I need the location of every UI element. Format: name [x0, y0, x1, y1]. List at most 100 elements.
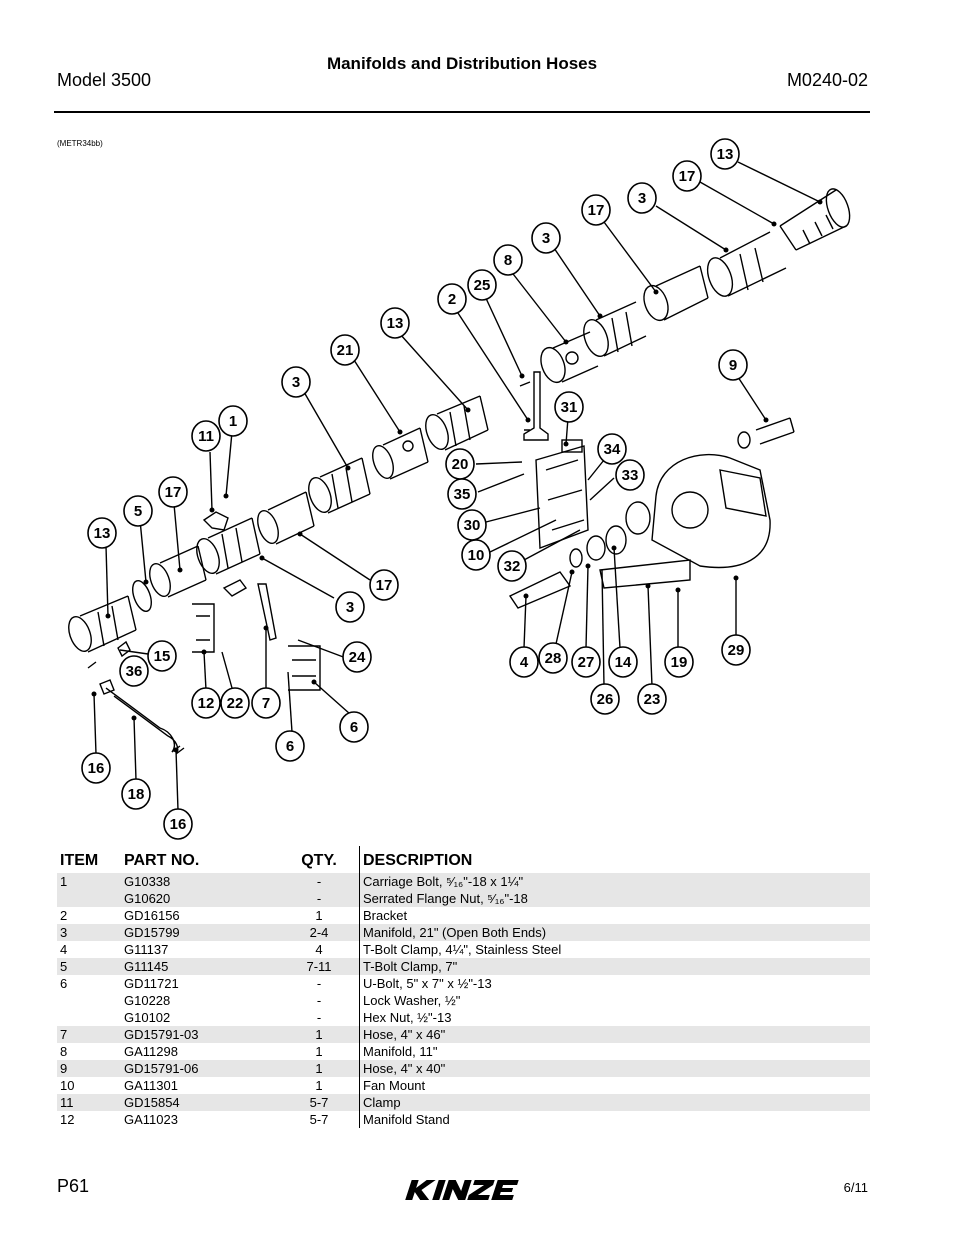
col-header-desc: DESCRIPTION: [359, 846, 870, 873]
callout: 2: [437, 283, 467, 315]
callout: 24: [342, 641, 372, 673]
cell-description-line: Lock Washer, ½": [363, 993, 461, 1008]
cell-qty: 1: [279, 907, 360, 924]
callout-label: 4: [520, 654, 529, 671]
cell-item: 12: [60, 1112, 75, 1127]
callout-label: 17: [376, 577, 393, 594]
leader-arrowheads: [91, 199, 823, 753]
callout: 3: [627, 182, 657, 214]
cell-qty: 5-7: [279, 1094, 360, 1111]
callout-label: 28: [545, 650, 562, 667]
cell-description-line: Manifold, 21" (Open Both Ends): [363, 925, 547, 940]
cell-item: 11: [57, 1094, 121, 1111]
callout: 31: [554, 391, 584, 423]
cell-description-line: Bracket: [363, 908, 408, 923]
cell-part-no: GD16156: [121, 907, 279, 924]
cell-qty: --: [279, 873, 360, 907]
callout-label: 3: [638, 190, 646, 207]
cell-qty-line: -: [316, 976, 322, 991]
callout-label: 20: [452, 456, 469, 473]
cell-part-no-line: GD15791-06: [124, 1061, 199, 1076]
page-title: Manifolds and Distribution Hoses: [326, 54, 598, 73]
callout-label: 30: [464, 517, 481, 534]
col-header-qty: QTY.: [301, 852, 337, 869]
cell-part-no-line: G10338: [124, 874, 171, 889]
cell-description: T-Bolt Clamp, 7": [359, 958, 870, 975]
callout: 23: [637, 683, 667, 715]
cell-part-no-line: GA11023: [124, 1112, 178, 1127]
callout: 28: [538, 642, 568, 674]
cell-part-no: GA11023: [121, 1111, 279, 1128]
cell-description-line: Clamp: [363, 1095, 401, 1110]
callout: 18: [121, 778, 151, 810]
callout-label: 14: [615, 654, 632, 671]
cell-description: Fan Mount: [359, 1077, 870, 1094]
cell-description-line: Fan Mount: [363, 1078, 426, 1093]
cell-part-no-line: GD16156: [124, 908, 180, 923]
callout-label: 13: [387, 315, 404, 332]
callout-label: 2: [448, 291, 456, 308]
cell-description-line: U-Bolt, 5" x 7" x ½"-13: [363, 976, 492, 991]
cell-qty: 5-7: [279, 1111, 360, 1128]
cell-description: Manifold Stand: [359, 1111, 870, 1128]
cell-part-no-line: GD15791-03: [124, 1027, 199, 1042]
callout: 27: [571, 646, 601, 678]
callout-label: 5: [134, 503, 142, 520]
callout: 16: [163, 808, 193, 840]
callout: 36: [119, 655, 149, 687]
callout-label: 18: [128, 786, 145, 803]
callout: 8: [493, 244, 523, 276]
kinze-logo: [405, 1180, 519, 1200]
cell-part-no-line: GD11721: [124, 976, 179, 991]
callout-label: 36: [126, 663, 143, 680]
cell-item: 3: [57, 924, 121, 941]
cell-qty: 1: [279, 1077, 360, 1094]
callout: 17: [672, 160, 702, 192]
callout: 6: [339, 711, 369, 743]
fan-assembly: [508, 417, 795, 609]
callout: 26: [590, 683, 620, 715]
callout-label: 13: [717, 146, 734, 163]
cell-item: 4: [60, 942, 68, 957]
callout-label: 1: [229, 413, 237, 430]
cell-part-no: G11137: [121, 941, 279, 958]
callout: 12: [191, 687, 221, 719]
callout-label: 32: [504, 558, 521, 575]
callout-label: 16: [170, 816, 187, 833]
cell-item: 9: [57, 1060, 121, 1077]
cell-qty: 7-11: [279, 958, 360, 975]
callout-label: 6: [286, 738, 294, 755]
cell-part-no-line: GD15799: [124, 925, 180, 940]
callout: 4: [509, 646, 539, 678]
callout-label: 17: [165, 484, 182, 501]
callout-label: 33: [622, 467, 639, 484]
cell-description-line: T-Bolt Clamp, 7": [363, 959, 458, 974]
callout-label: 31: [561, 399, 578, 416]
cell-description-line: T-Bolt Clamp, 4¼", Stainless Steel: [363, 942, 562, 957]
cell-qty-line: 2-4: [309, 925, 329, 940]
cell-qty-line: -: [316, 874, 322, 889]
cell-part-no-line: GA11298: [124, 1044, 178, 1059]
callout-label: 17: [679, 168, 696, 185]
cell-qty-line: 7-11: [306, 959, 332, 974]
callout: 22: [220, 687, 250, 719]
callout: 19: [664, 646, 694, 678]
callout: 10: [461, 539, 491, 571]
callout: 14: [608, 646, 638, 678]
callout: 3: [281, 366, 311, 398]
cell-qty-line: 1: [315, 1078, 323, 1093]
cell-part-no-line: GD15854: [124, 1095, 180, 1110]
leader-lines: [93, 161, 821, 811]
upper-manifold-parts: [540, 188, 851, 384]
callout: 17: [369, 569, 399, 601]
